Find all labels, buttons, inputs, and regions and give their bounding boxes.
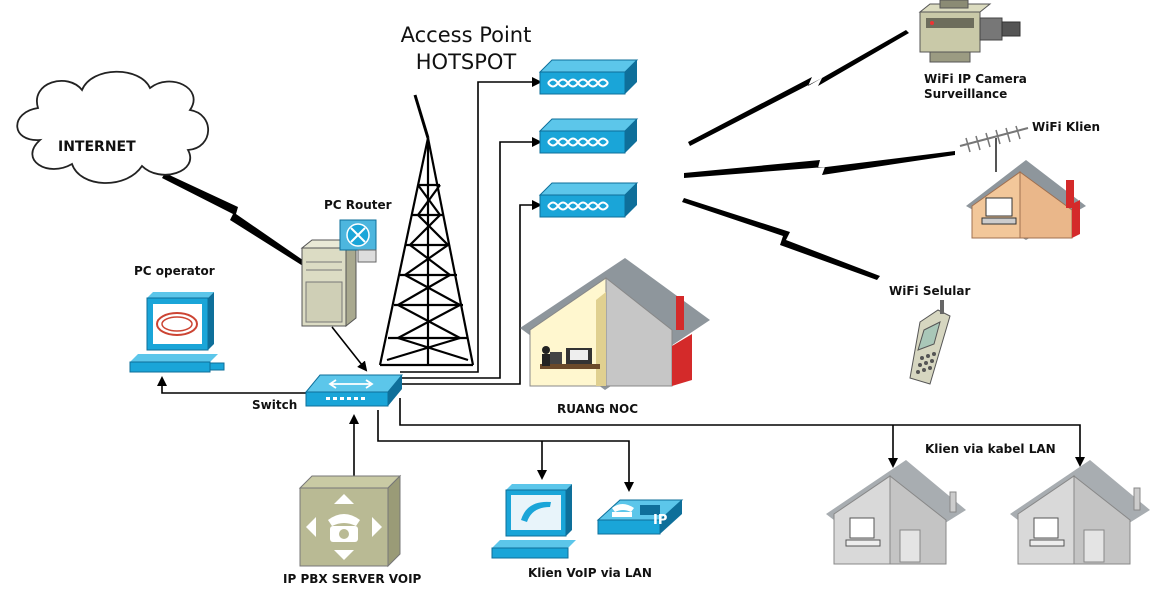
ip-camera-icon[interactable] [918,0,1021,63]
bolt-ap-selular [682,198,880,280]
voip-pc-icon[interactable] [491,484,576,559]
klien-voip-label: Klien VoIP via LAN [528,566,652,580]
wire-switch-ap1 [400,77,542,373]
wifi-selular-label: WiFi Selular [889,284,971,298]
ruang-noc-label: RUANG NOC [557,402,639,416]
pc-operator-label: PC operator [134,264,215,278]
ip-pbx-label: IP PBX SERVER VOIP [283,572,422,586]
bolt-ap-camera [688,30,909,146]
noc-building-icon[interactable] [520,258,710,390]
ip-pbx-icon[interactable] [298,474,402,568]
internet-label: INTERNET [58,139,136,155]
ip-badge-text: IP [653,513,667,528]
wires [157,77,1085,492]
wire-switch-ap2 [400,137,542,379]
wire-switch-lan [399,398,1085,467]
internet-cloud [16,70,210,184]
switch-icon[interactable] [304,374,404,407]
bolt-internet-router [162,173,310,266]
ip-phone-icon[interactable]: IP [596,499,684,535]
pc-router-icon[interactable] [300,219,377,328]
switch-label: Switch [252,398,298,412]
access-point-1[interactable] [538,59,639,95]
pc-router-label: PC Router [324,198,392,212]
mobile-phone-icon[interactable] [909,300,951,385]
camera-label-line2: Surveillance [924,87,1008,101]
wire-switch-ap3 [400,200,542,385]
access-point-title-line1: Access Point [400,23,532,47]
lan-house-2-icon[interactable] [1010,460,1150,565]
access-point-title: Access Point HOTSPOT [390,22,542,76]
wire-router-switch [331,326,368,372]
wire-switch-voip [377,410,634,492]
access-point-title-line2: HOTSPOT [415,50,517,74]
wifi-klien-house-icon[interactable] [959,125,1086,240]
camera-label: WiFi IP Camera Surveillance [924,72,1027,102]
wire-switch-operator [157,376,318,394]
access-point-2[interactable] [538,118,639,154]
tower-icon [378,94,475,367]
wifi-klien-label: WiFi Klien [1032,120,1101,134]
bolt-ap-klien [684,151,955,178]
klien-lan-label: Klien via kabel LAN [925,442,1056,456]
wireless-links [162,30,955,280]
pc-operator-icon[interactable] [129,292,225,373]
lan-house-1-icon[interactable] [826,460,966,565]
camera-label-line1: WiFi IP Camera [924,72,1027,86]
access-point-3[interactable] [538,182,639,218]
